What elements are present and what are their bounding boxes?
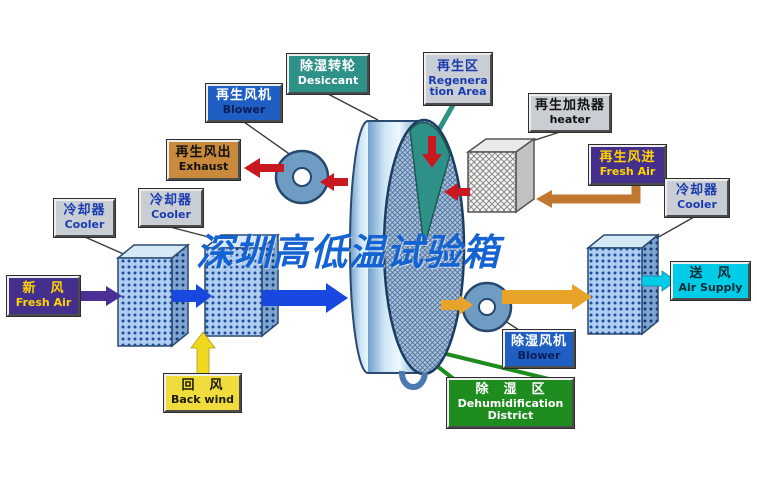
label-dehumid-district: 除 湿 区 Dehumidification District: [447, 378, 574, 428]
regen-fresh-air-arrow: [536, 186, 641, 208]
label-exhaust-en: Exhaust: [178, 160, 229, 174]
label-air-supply-en: Air Supply: [678, 281, 743, 295]
label-cooler-left-inner-en: Cooler: [151, 208, 191, 222]
label-regen-heater-en: heater: [549, 113, 591, 127]
label-cooler-right: 冷却器 Cooler: [665, 179, 729, 217]
label-cooler-left-outer: 冷却器 Cooler: [54, 199, 115, 237]
label-regen-fresh-air-en: Fresh Air: [599, 165, 656, 179]
wheel-to-fan-arrow: [320, 173, 348, 191]
label-regeneration-area-zh: 再生区: [436, 58, 479, 74]
label-back-wind-zh: 回 风: [181, 378, 224, 394]
label-air-supply: 送 风 Air Supply: [671, 262, 750, 300]
label-regeneration-area: 再生区 Regeneration Area: [424, 53, 492, 105]
wheel-support-bracket: [399, 370, 428, 390]
label-cooler-left-outer-en: Cooler: [64, 218, 105, 232]
watermark-text: 深圳高低温试验箱: [196, 230, 500, 274]
return-air-arrow: [190, 331, 216, 377]
label-back-wind-en: Back wind: [170, 393, 235, 407]
label-regen-heater-zh: 再生加热器: [534, 98, 605, 114]
label-regen-blower-en: Blower: [222, 103, 266, 117]
regeneration-sector: [409, 121, 451, 248]
label-dehumid-district-zh: 除 湿 区: [475, 381, 546, 397]
label-regeneration-area-en: Regeneration Area: [428, 73, 488, 99]
label-dehumid-district-en1: Dehumidification: [457, 396, 564, 410]
label-dehumid-district-en2: District: [487, 409, 534, 423]
label-regen-heater: 再生加热器 heater: [529, 94, 611, 132]
label-dehumid-blower: 除湿风机 Blower: [503, 330, 575, 368]
label-cooler-right-zh: 冷却器: [675, 183, 718, 199]
label-exhaust-zh: 再生风出: [175, 145, 232, 161]
label-air-supply-zh: 送 风: [689, 266, 732, 282]
label-dehumid-blower-en: Blower: [517, 349, 561, 363]
label-regen-blower: 再生风机 Blower: [206, 84, 282, 122]
process-air-arrow-1: [172, 284, 212, 308]
dry-air-arrow-small: [441, 295, 473, 315]
desiccant-wheel: [349, 118, 466, 390]
label-back-wind: 回 风 Back wind: [164, 374, 241, 412]
label-fresh-air: 新 风 Fresh Air: [7, 276, 80, 316]
label-cooler-left-inner-zh: 冷却器: [149, 193, 192, 209]
label-cooler-left-outer-zh: 冷却器: [63, 203, 106, 219]
label-fresh-air-en: Fresh Air: [15, 296, 72, 310]
label-desiccant-en: Desiccant: [297, 74, 359, 88]
label-cooler-right-en: Cooler: [677, 198, 717, 212]
label-desiccant: 除湿转轮 Desiccant: [287, 54, 369, 94]
dehumid-blower-fan-icon: [461, 281, 513, 333]
label-dehumid-blower-zh: 除湿风机: [510, 334, 567, 350]
exhaust-arrow: [244, 158, 284, 178]
label-regen-fresh-air-zh: 再生风进: [599, 150, 656, 166]
label-regen-fresh-air: 再生风进 Fresh Air: [589, 145, 666, 185]
air-supply-arrow: [641, 270, 677, 292]
regen-blower-fan-icon: [274, 149, 330, 205]
cooler-box-left-inner: [202, 233, 281, 338]
label-cooler-left-inner: 冷却器 Cooler: [139, 189, 203, 227]
label-desiccant-zh: 除湿转轮: [299, 59, 356, 75]
label-regen-blower-zh: 再生风机: [215, 88, 272, 104]
heater-to-wheel-arrow: [444, 183, 470, 201]
dry-air-arrow-big: [502, 284, 592, 310]
cooler-box-right: [585, 233, 661, 336]
fresh-air-arrow: [80, 286, 122, 306]
label-exhaust: 再生风出 Exhaust: [167, 140, 240, 180]
process-air-arrow-2: [262, 283, 348, 313]
label-fresh-air-zh: 新 风: [22, 281, 65, 297]
regeneration-down-arrow: [422, 136, 442, 168]
heater-box: [465, 137, 537, 214]
